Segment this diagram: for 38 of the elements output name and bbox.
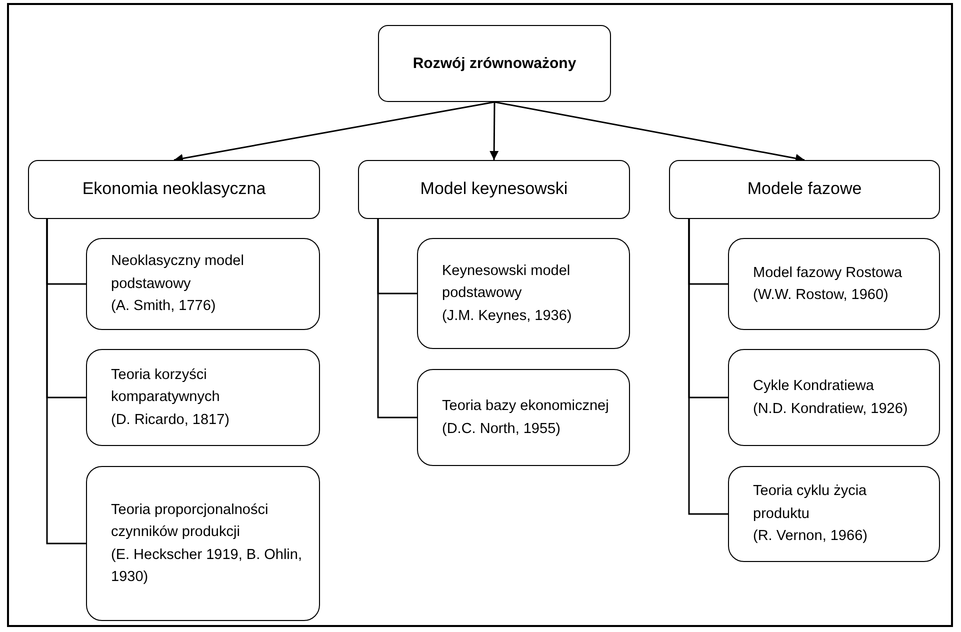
connector-line (688, 219, 728, 515)
rounded-box (86, 466, 320, 621)
box-title: Model fazowy Rostowa (753, 264, 902, 283)
connector-line (377, 219, 417, 418)
arrow (490, 102, 499, 160)
citation-text: (D. Ricardo, 1817) (111, 410, 230, 430)
rounded-box (86, 349, 320, 446)
box-title: Teoria cyklu życia produktu (753, 482, 868, 524)
citation-text: (R. Vernon, 1966) (753, 527, 868, 546)
citation-text: (N.D. Kondratiew, 1926) (753, 400, 908, 418)
rounded-box (728, 349, 940, 446)
box-title: Teoria bazy ekonomicznej (442, 397, 609, 416)
rounded-box (669, 160, 940, 219)
arrow (494, 101, 805, 163)
connector-line (46, 219, 86, 544)
citation-text: (J.M. Keynes, 1936) (442, 306, 572, 326)
rounded-box (728, 466, 940, 562)
box-title: Rozwój zrównoważony (412, 54, 576, 74)
box-title: Teoria proporcjonalności czynników produkcji (111, 500, 270, 542)
box-title: Keynesowski model podstawowy (442, 262, 572, 304)
rounded-box (28, 160, 320, 219)
citation-text: (W.W. Rostow, 1960) (753, 286, 888, 305)
rounded-box (378, 25, 611, 102)
arrow (174, 101, 495, 163)
box-title: Ekonomia neoklasyczna (82, 178, 266, 200)
box-title: Teoria korzyści komparatywnych (111, 366, 221, 408)
rounded-box (417, 238, 630, 349)
rounded-box (86, 238, 320, 330)
box-title: Neoklasyczny model podstawowy (111, 252, 245, 294)
box-title: Modele fazowe (747, 178, 862, 200)
box-title: Cykle Kondratiewa (753, 377, 874, 396)
rounded-box (358, 160, 630, 219)
box-title: Model keynesowski (420, 178, 568, 200)
citation-text: (D.C. North, 1955) (442, 420, 560, 438)
rounded-box (417, 369, 630, 466)
citation-text: (A. Smith, 1776) (111, 297, 216, 316)
citation-text: (E. Heckscher 1919, B. Ohlin, 1930) (111, 546, 303, 587)
rounded-box (728, 238, 940, 330)
